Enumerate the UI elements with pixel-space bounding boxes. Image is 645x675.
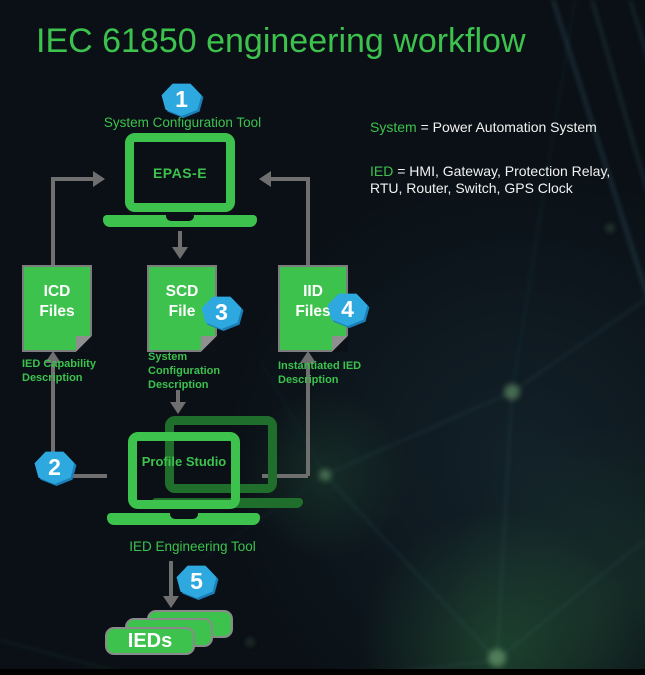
arrowhead-down-icon [170,402,186,414]
icd-files-node: ICD Files [22,265,92,352]
ieds-node: IEDs [105,627,195,655]
profile-studio-app-name: Profile Studio [141,454,227,469]
step-badge-5: 5 [176,564,217,598]
step-badge-icon: 4 [327,293,368,326]
system-configuration-tool-label: System Configuration Tool [103,115,262,130]
arrow-line [176,390,180,403]
bottom-black-bar [0,669,645,675]
legend-system-term: System [370,119,417,135]
document-fold-icon [201,336,217,352]
rear-laptop-icon [165,416,277,493]
arrow-line [306,178,310,267]
icd-caption: IED Capability Description [22,358,96,384]
page-title: IEC 61850 engineering workflow [36,22,526,60]
arrowhead-down-icon [163,596,179,608]
legend-system: System = Power Automation System [370,119,597,136]
document-fold-icon [76,336,92,352]
laptop-base [103,215,257,227]
arrow-line [51,362,55,476]
scd-file-label: SCD File [165,283,199,321]
legend-ied: IED = HMI, Gateway, Protection Relay, RT… [370,163,642,197]
scd-caption: System Configuration Description [148,351,221,391]
front-laptop-icon [128,432,240,509]
iid-caption: Instantiated IED Description [278,360,362,386]
legend-ied-term: IED [370,163,394,179]
step-badge-2: 2 [34,450,75,484]
arrowhead-right-icon [93,171,105,187]
ieds-label: IEDs [127,629,173,652]
step-badge-icon: 1 [161,83,202,116]
arrowhead-left-icon [259,171,271,187]
document-fold-icon [332,336,348,352]
legend-system-definition: = Power Automation System [416,119,597,135]
step-badge-4: 4 [327,292,368,326]
arrow-line [178,231,182,248]
arrow-line [306,362,310,476]
arrow-line [169,561,173,597]
step-badge-1: 1 [161,82,202,116]
step-badge-3: 3 [201,295,242,329]
step-badge-icon: 5 [176,565,217,598]
step-badge-icon: 2 [34,451,75,484]
iid-files-label: IID Files [295,283,331,321]
icd-files-label: ICD Files [39,283,75,321]
epas-app-name: EPAS-E [152,164,208,181]
front-laptop-base [107,513,260,525]
step-badge-icon: 3 [201,296,242,329]
arrow-line [51,474,107,478]
arrow-line [262,474,308,478]
legend-ied-definition: = HMI, Gateway, Protection Relay, RTU, R… [370,163,611,197]
arrow-line [51,178,55,267]
arrowhead-down-icon [172,247,188,259]
arrowhead-up-icon [300,351,316,363]
laptop-notch [166,215,194,221]
ied-engineering-tool-label: IED Engineering Tool [129,539,256,554]
arrow-line [51,177,94,181]
laptop-notch [170,513,198,519]
laptop-icon: EPAS-E [125,133,235,212]
arrowhead-up-icon [45,351,61,363]
arrow-line [271,177,310,181]
